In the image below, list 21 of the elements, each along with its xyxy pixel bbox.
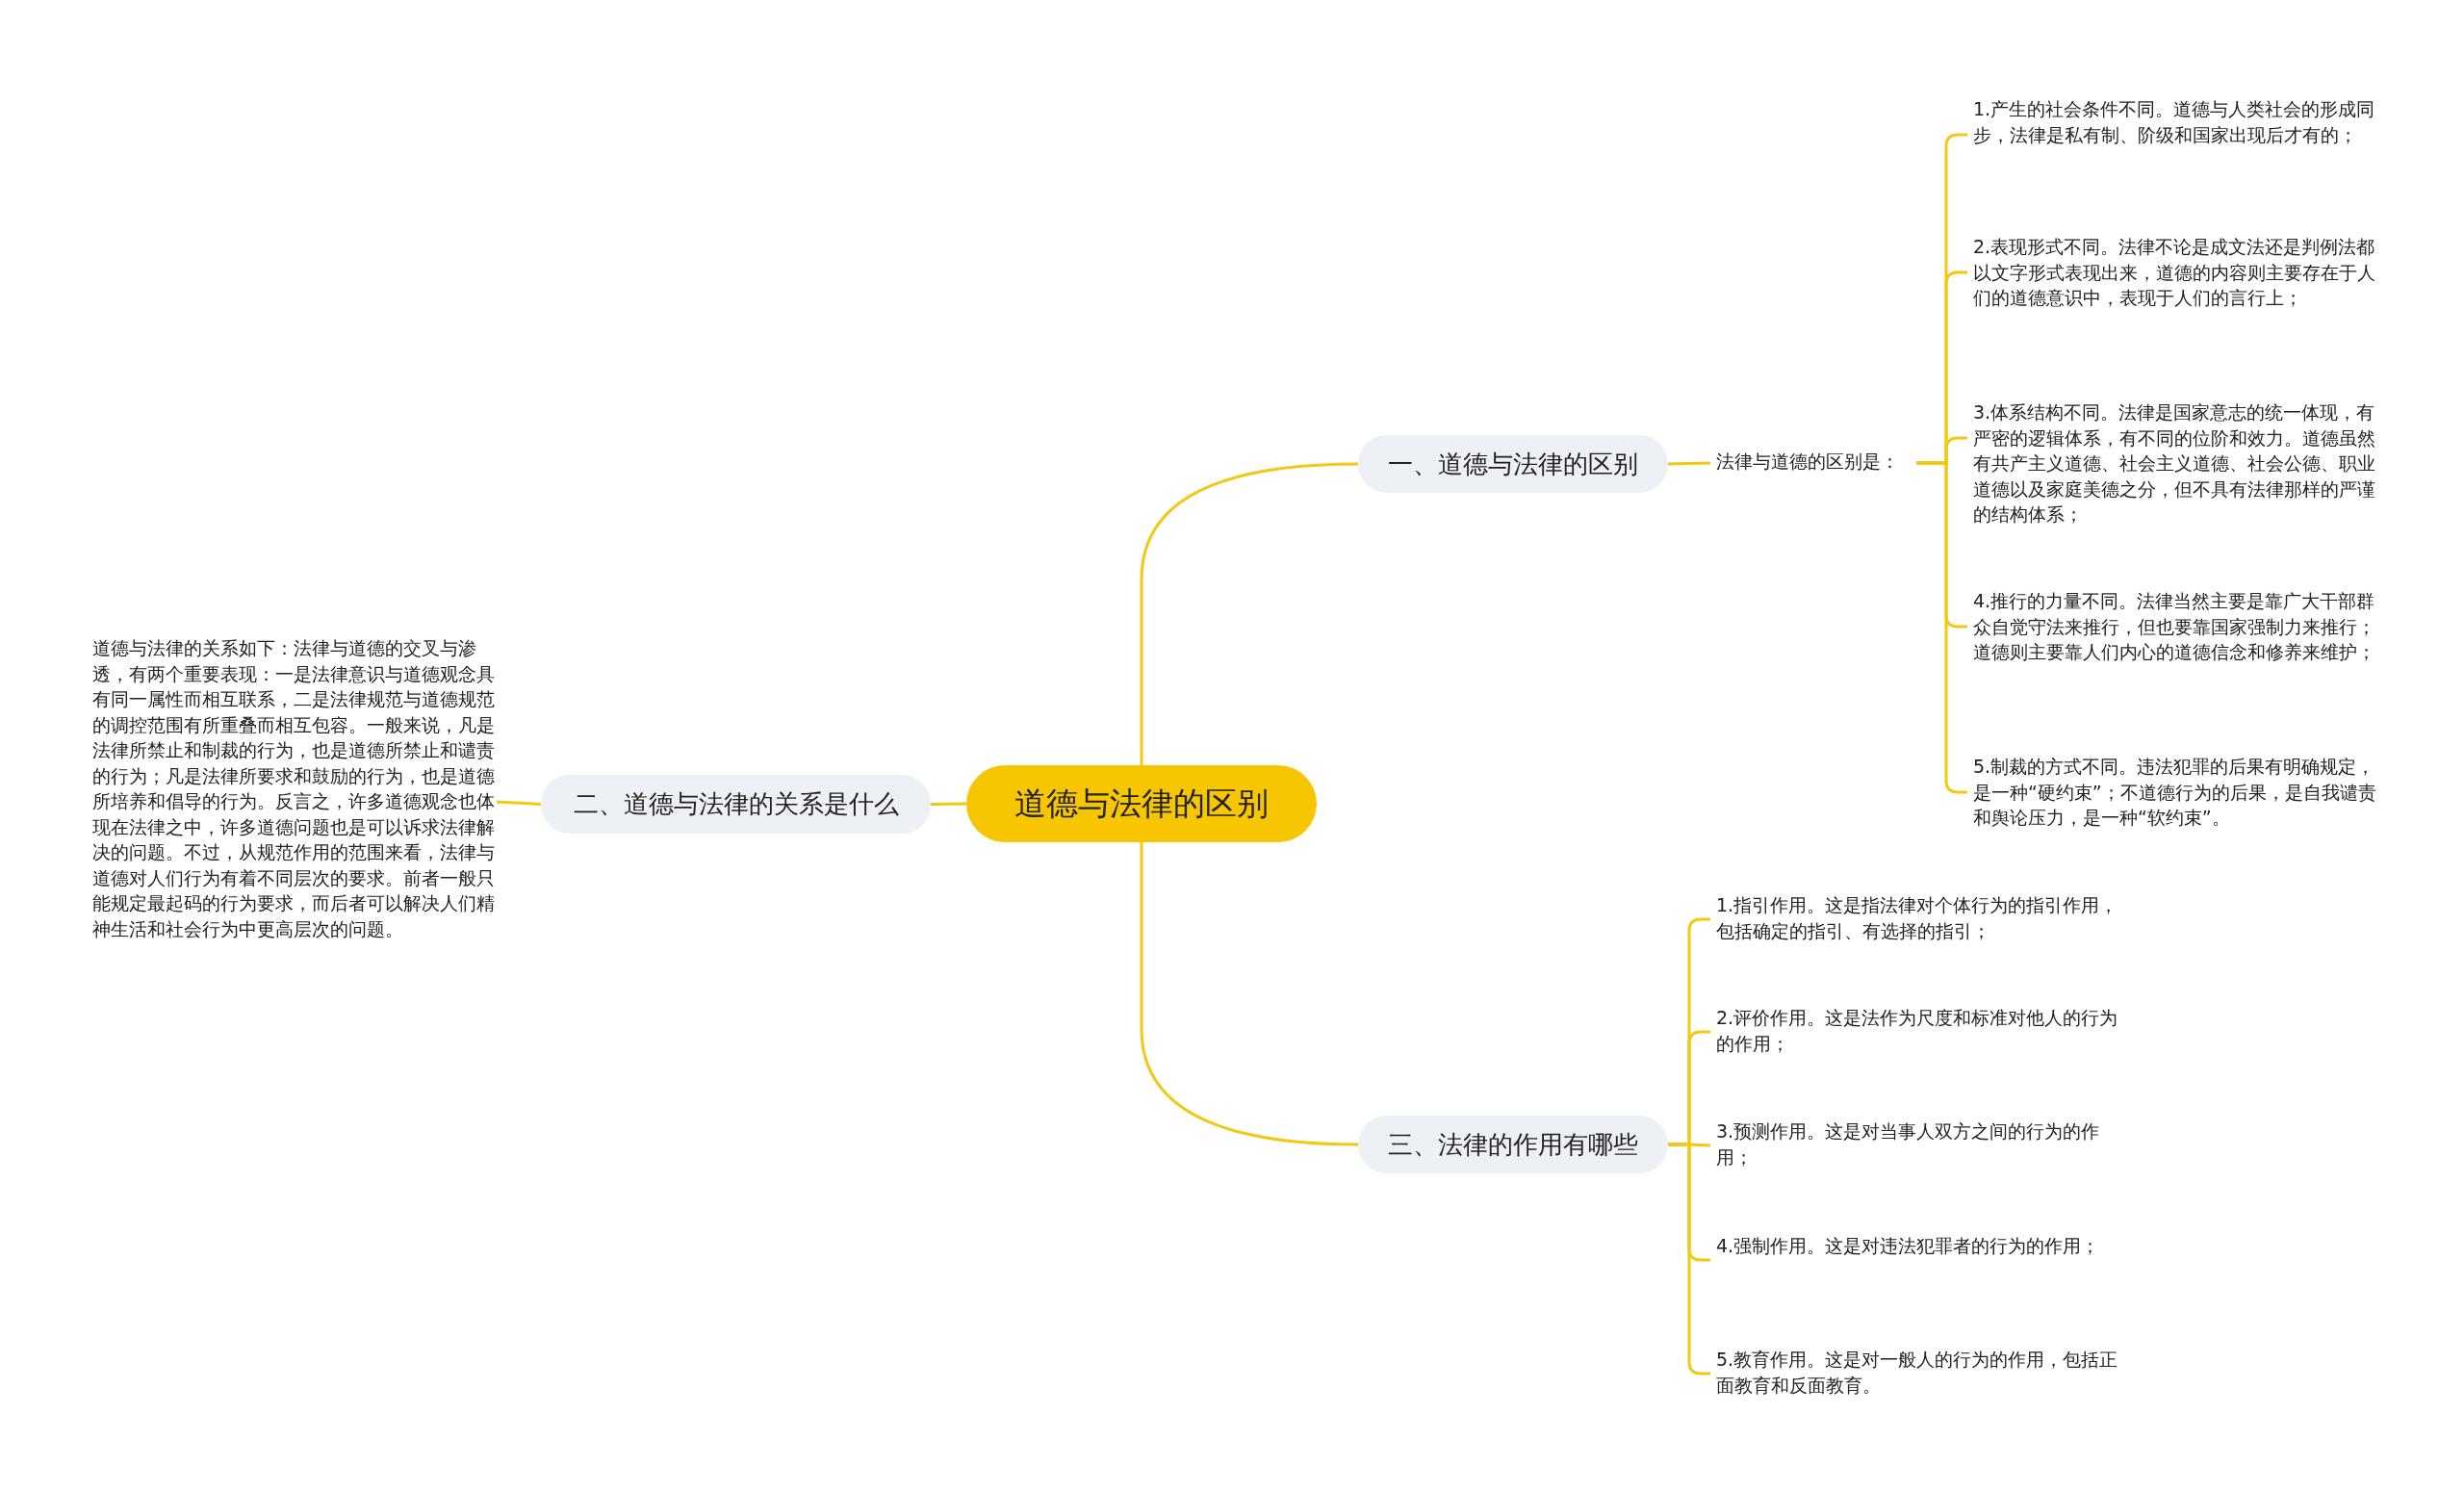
topic-box: 三、法律的作用有哪些 — [1358, 1116, 1668, 1173]
central-topic: 道德与法律的区别 — [966, 765, 1317, 842]
topic-box: 二、道德与法律的关系是什么 — [541, 775, 931, 834]
item-text: 3.预测作用。这是对当事人双方之间的行为的作用； — [1716, 1118, 2120, 1170]
topic-box: 一、道德与法律的区别 — [1358, 435, 1668, 493]
item-text: 2.表现形式不同。法律不论是成文法还是判例法都以文字形式表现出来，道德的内容则主要存在于人们的道德意识中，表现于人们的言行上； — [1973, 234, 2377, 311]
item-text: 1.指引作用。这是指法律对个体行为的指引作用，包括确定的指引、有选择的指引； — [1716, 892, 2120, 943]
connector-line — [930, 802, 967, 806]
item-text: 5.制裁的方式不同。违法犯罪的后果有明确规定，是一种“硬约束”；不道德行为的后果，是自我谴责和舆论压力，是一种“软约束”。 — [1973, 754, 2377, 831]
item-text: 2.评价作用。这是法作为尺度和标准对他人的行为的作用； — [1716, 1005, 2120, 1056]
connector-line — [1667, 461, 1711, 466]
connector-line — [1140, 462, 1359, 765]
item-text: 4.推行的力量不同。法律当然主要是靠广大干部群众自觉守法来推行，但也要靠国家强制力来推行；道德则主要靠人们内心的道德信念和修养来维护； — [1973, 588, 2377, 665]
connector-line — [1140, 842, 1359, 1146]
item-text: 1.产生的社会条件不同。道德与人类社会的形成同步，法律是私有制、阶级和国家出现后才有的； — [1973, 96, 2377, 147]
connector-line — [496, 800, 542, 806]
item-text: 4.强制作用。这是对违法犯罪者的行为的作用； — [1716, 1233, 2120, 1259]
paragraph-text: 道德与法律的关系如下：法律与道德的交叉与渗透，有两个重要表现：一是法律意识与道德观念具有同一属性而相互联系，二是法律规范与道德规范的调控范围有所重叠而相互包容。一般来说，凡是法律所禁止和制裁的行为，也是道德所禁止和谴责的行为；凡是法律所要求和鼓励的行为，也是道德所培养和倡导的行为。反言之，许多道德观念也体现在法律之中，许多道德问题也是可以诉求法律解决的问题。不过，从规范作用的范围来看，法律与道德对人们行为有着不同层次的要求。前者一般只能规定最起码的行为要求，而后者可以解决人们精神生活和社会行为中更高层次的问题。 — [92, 635, 497, 941]
topic-text: 法律与道德的区别是： — [1716, 449, 1909, 475]
item-text: 3.体系结构不同。法律是国家意志的统一体现，有严密的逻辑体系，有不同的位阶和效力。道德虽然有共产主义道德、社会主义道德、社会公德、职业道德以及家庭美德之分，但不具有法律那样的严谨的结构体系； — [1973, 399, 2377, 527]
item-text: 5.教育作用。这是对一般人的行为的作用，包括正面教育和反面教育。 — [1716, 1347, 2120, 1398]
